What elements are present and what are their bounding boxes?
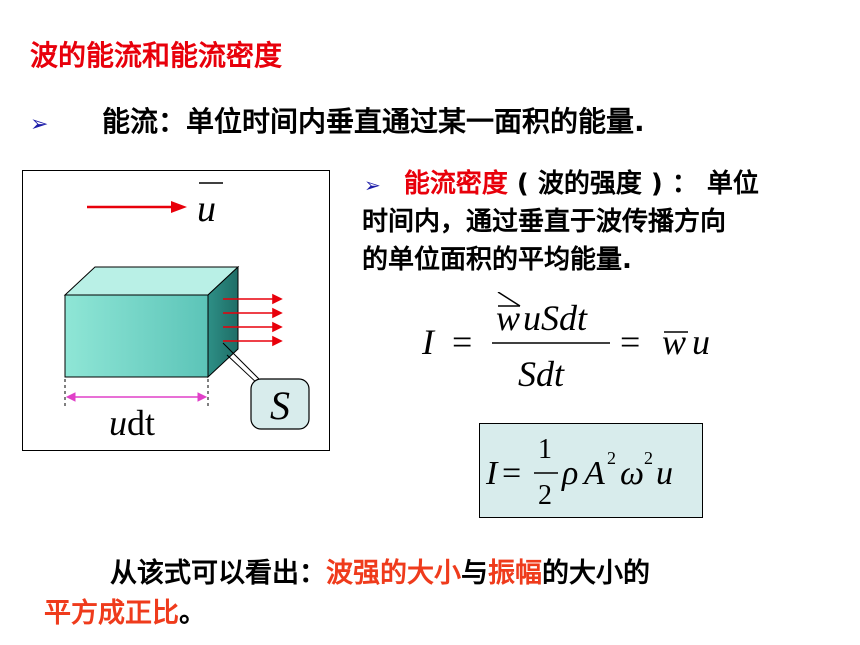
bullet-arrow-icon: ➢ [30,112,49,137]
formula2-u: u [656,455,673,492]
conclusion-line-1: 从该式可以看出：波强的大小与振幅的大小的 [110,558,650,589]
formula-lhs: I [421,322,436,362]
velocity-symbol: u [197,188,216,230]
intensity-paren-close: ) ： 单位 [641,169,759,199]
slide-title: 波的能流和能流密度 [30,39,283,72]
formula2-exp2: 2 [644,448,653,468]
intensity-line-1: ➢ 能流密度 ( 波的强度 ) ： 单位 [364,165,759,204]
formula2-lhs: I [485,455,499,492]
intensity-paren-term: 波的强度 [537,169,642,199]
conclusion-line-2: 平方成正比。 [44,598,206,629]
length-label: udt [109,403,155,443]
formula-num-w: w [496,298,520,338]
leader-line-1 [222,342,262,382]
formula-rhs-u: u [692,322,710,362]
wave-energy-figure: u S udt [22,170,330,451]
conclusion-text: 从该式可以看出：波强的大小与振幅的大小的 平方成正比。 [44,554,824,634]
intensity-term: 能流密度 [403,169,508,199]
velocity-arrow [87,201,187,213]
intensity-line-3: 的单位面积的平均能量. [362,245,632,275]
conclusion-hl-amplitude: 振幅 [488,558,542,589]
formula-eq-1: = [452,322,472,362]
conclusion-hl-intensity: 波强的大小 [326,558,461,589]
formula2-rho: ρ [561,455,578,492]
energy-flow-text: 能流：单位时间内垂直通过某一面积的能量. [102,105,645,138]
formula2-eq: = [502,455,521,492]
conclusion-hl-square: 平方成正比 [44,598,179,629]
energy-flow-definition: ➢ 能流：单位时间内垂直通过某一面积的能量. [30,100,645,140]
formula2-den: 2 [538,480,552,511]
formula2-A: A [582,455,605,492]
intensity-amplitude-formula: I = 1 2 ρ A 2 ω 2 u [479,423,703,518]
intensity-line-2: 时间内，通过垂直于波传播方向 [362,207,727,237]
area-symbol: S [270,383,290,428]
intensity-formula: I = w uSdt Sdt = w u [420,291,750,402]
formula2-num: 1 [538,434,552,465]
bullet-arrow-icon: ➢ [364,173,381,197]
formula2-omega: ω [620,455,644,492]
energy-box-diagram: u S udt [63,182,310,443]
box-front-face [64,294,209,378]
formula-den: Sdt [518,354,565,394]
formula-num-rest: uSdt [523,298,588,338]
dimension-line [65,392,208,402]
intensity-paren-open: ( [507,169,538,199]
formula2-exp1: 2 [607,448,616,468]
leader-line-2 [226,354,260,386]
energy-flow-arrows [223,293,283,347]
area-label-box [250,378,310,430]
formula-rhs-w: w [662,322,686,362]
mean-bar-num [497,291,521,307]
formula-eq-2: = [620,322,640,362]
